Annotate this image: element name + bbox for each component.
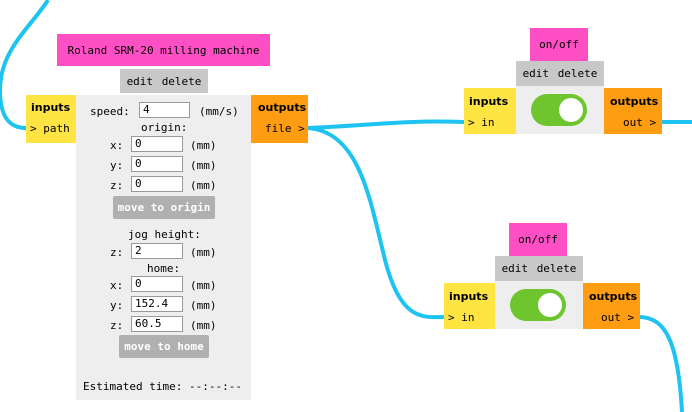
speed-unit: (mm/s) — [199, 105, 239, 118]
onoff1-module-title[interactable]: on/off — [530, 28, 588, 61]
mill-inputs-panel: inputs > path — [26, 95, 76, 143]
mill-inputs-heading: inputs — [31, 101, 71, 114]
mill-delete-link[interactable]: delete — [161, 74, 202, 88]
mill-outputs-heading: outputs — [258, 101, 307, 114]
onoff1-toggle-switch[interactable] — [531, 94, 587, 126]
speed-label: speed: — [90, 105, 130, 118]
wire-mill-to-onoff2 — [307, 126, 445, 320]
home-y-unit: (mm) — [190, 299, 217, 312]
onoff2-inputs-heading: inputs — [449, 290, 489, 303]
onoff1-delete-link[interactable]: delete — [557, 67, 598, 80]
mill-edit-link[interactable]: edit — [126, 74, 154, 88]
onoff2-outputs-panel: outputs out > — [583, 283, 640, 329]
onoff2-delete-link[interactable]: delete — [536, 262, 577, 275]
jog-height-label: jog height: — [128, 228, 201, 241]
onoff2-outputs-heading: outputs — [589, 290, 638, 303]
home-x-unit: (mm) — [190, 279, 217, 292]
mill-module-body: speed: 4 (mm/s) origin: x: 0 (mm) y: 0 (… — [76, 95, 251, 400]
jog-z-input[interactable]: 2 — [131, 243, 183, 259]
onoff2-module-title[interactable]: on/off — [509, 223, 567, 256]
origin-y-unit: (mm) — [190, 159, 217, 172]
onoff1-outputs-panel: outputs out > — [604, 88, 662, 134]
speed-input[interactable]: 4 — [139, 102, 190, 118]
jog-z-unit: (mm) — [190, 246, 217, 259]
onoff2-output-port-out[interactable]: out > — [601, 311, 635, 324]
wire-path-input — [0, 0, 50, 130]
onoff2-inputs-panel: inputs > in — [444, 283, 496, 329]
origin-z-label: z: — [110, 179, 124, 192]
wire-mill-to-onoff1 — [307, 119, 465, 130]
mill-edit-delete: edit delete — [120, 69, 208, 93]
onoff1-module-body — [516, 86, 604, 134]
home-y-label: y: — [110, 299, 124, 312]
move-to-origin-button[interactable]: move to origin — [113, 196, 215, 219]
onoff2-module-body — [495, 281, 583, 329]
onoff1-outputs-heading: outputs — [610, 95, 659, 108]
onoff2-input-port-in[interactable]: > in — [448, 311, 475, 324]
origin-label: origin: — [141, 121, 188, 134]
origin-y-label: y: — [110, 159, 124, 172]
home-z-unit: (mm) — [190, 319, 217, 332]
home-x-label: x: — [110, 279, 124, 292]
onoff1-toggle-knob — [559, 98, 583, 122]
onoff2-toggle-knob — [538, 293, 562, 317]
onoff2-toggle-switch[interactable] — [510, 289, 566, 321]
origin-x-unit: (mm) — [190, 139, 217, 152]
onoff2-edit-delete: edit delete — [495, 256, 583, 281]
onoff1-input-port-in[interactable]: > in — [468, 116, 495, 129]
home-z-input[interactable]: 60.5 — [131, 316, 183, 332]
home-z-label: z: — [110, 319, 124, 332]
jog-z-label: z: — [110, 246, 124, 259]
onoff1-edit-delete: edit delete — [516, 61, 604, 86]
onoff2-edit-link[interactable]: edit — [501, 262, 529, 275]
origin-z-unit: (mm) — [190, 179, 217, 192]
origin-x-label: x: — [110, 139, 124, 152]
origin-x-input[interactable]: 0 — [131, 136, 183, 152]
move-to-home-button[interactable]: move to home — [119, 335, 209, 358]
mill-input-port-path[interactable]: > path — [30, 122, 70, 135]
home-label: home: — [147, 262, 181, 275]
onoff1-edit-link[interactable]: edit — [522, 67, 550, 80]
mill-outputs-panel: outputs file > — [251, 95, 308, 143]
origin-y-input[interactable]: 0 — [131, 156, 183, 172]
onoff1-inputs-panel: inputs > in — [464, 88, 516, 134]
onoff1-inputs-heading: inputs — [469, 95, 509, 108]
estimated-time: Estimated time: --:--:-- — [83, 380, 242, 393]
mill-module-title[interactable]: Roland SRM-20 milling machine — [57, 34, 270, 66]
onoff1-output-port-out[interactable]: out > — [623, 116, 657, 129]
origin-z-input[interactable]: 0 — [131, 176, 183, 192]
home-y-input[interactable]: 152.4 — [131, 296, 183, 312]
mill-output-port-file[interactable]: file > — [265, 122, 305, 135]
wire-onoff2-out — [639, 315, 684, 412]
home-x-input[interactable]: 0 — [131, 276, 183, 292]
